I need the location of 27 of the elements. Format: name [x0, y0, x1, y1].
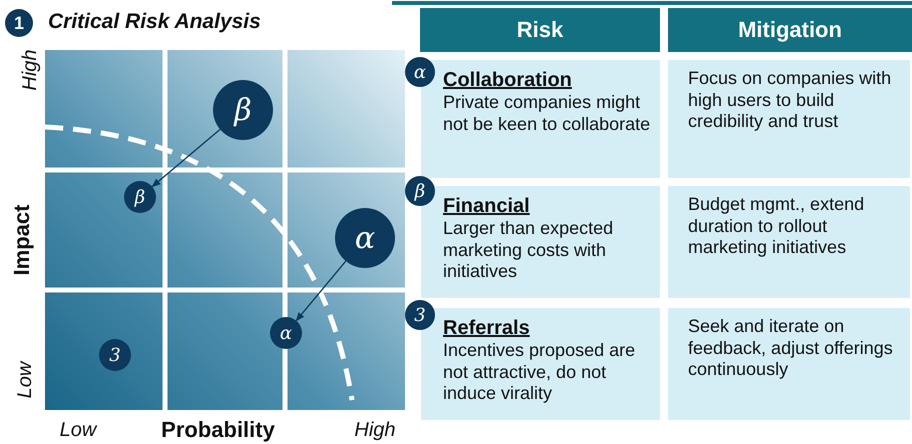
- axis-label: High: [353, 418, 397, 443]
- arrow: [152, 128, 220, 188]
- axis-label: Low: [13, 360, 37, 400]
- mitigation-cell: [668, 60, 910, 178]
- axis-title: Impact: [8, 204, 35, 278]
- risk-heading: Financial: [443, 194, 531, 218]
- risk-badge: β: [405, 176, 435, 206]
- risk-description: Incentives proposed are not attractive, do not induce virality: [443, 340, 636, 405]
- risk-description: Private companies might not be keen to collaborate: [443, 92, 652, 136]
- column-header: Risk: [420, 8, 660, 52]
- risk-description: Larger than expected marketing costs with initiatives: [443, 218, 614, 283]
- mitigation-text: Seek and iterate on feedback, adjust offerings continuously: [688, 316, 894, 381]
- mitigation-cell: [668, 186, 910, 298]
- arrow: [296, 260, 346, 322]
- mitigation-cell: [668, 308, 910, 420]
- axis-label: Low: [58, 418, 98, 443]
- mitigation-text: Budget mgmt., extend duration to rollout marketing initiatives: [688, 194, 866, 259]
- risk-heading: Referrals: [443, 316, 531, 340]
- axis-label: High: [18, 48, 42, 93]
- risk-badge: 3: [405, 300, 435, 330]
- risk-badge: α: [405, 57, 435, 87]
- title: Critical Risk Analysis: [48, 10, 261, 34]
- column-header: Mitigation: [668, 8, 912, 52]
- step-badge: 1: [5, 9, 33, 37]
- risk-heading: Collaboration: [443, 68, 573, 92]
- mitigation-text: Focus on companies with high users to build credibility and trust: [688, 68, 892, 133]
- axis-title: Probability: [160, 417, 276, 443]
